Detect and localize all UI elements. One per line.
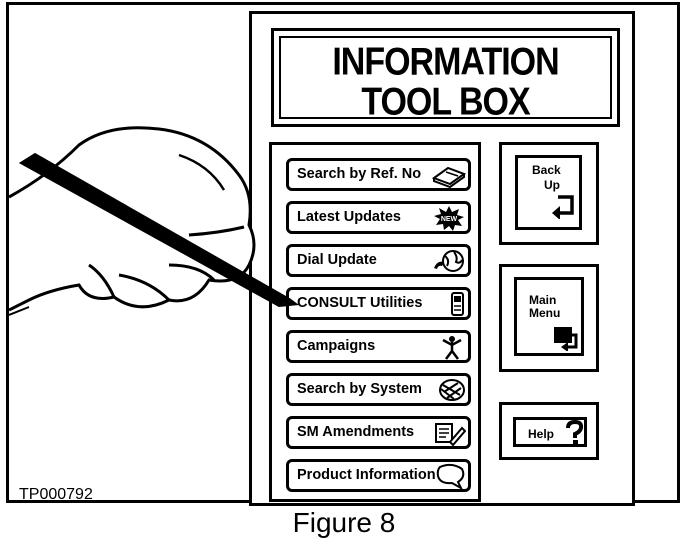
engine-icon — [439, 379, 465, 401]
menu-item-dial-update[interactable]: Dial Update — [286, 244, 471, 277]
menu-item-search-by-system[interactable]: Search by System — [286, 373, 471, 406]
menu-item-label: SM Amendments — [297, 424, 415, 440]
title-panel: INFORMATION TOOL BOX — [271, 28, 620, 127]
back-up-label-line2: Up — [544, 178, 560, 192]
menu-item-product-information[interactable]: Product Information — [286, 459, 471, 492]
help-label: Help — [528, 427, 555, 441]
return-menu-icon — [554, 327, 578, 351]
book-icon — [432, 166, 466, 188]
globe-phone-icon — [434, 250, 464, 272]
help-button[interactable]: Help — [499, 402, 599, 460]
main-menu-label-line2: Menu — [529, 306, 561, 320]
menu-panel: Search by Ref. No Latest Updates NEW Dia… — [269, 142, 481, 502]
menu-item-consult-utilities[interactable]: CONSULT Utilities — [286, 287, 471, 320]
back-up-label-line1: Back — [532, 163, 561, 177]
back-up-button[interactable]: Back Up — [499, 142, 599, 245]
menu-item-label: Search by System — [297, 381, 422, 397]
main-menu-label-line1: Main — [529, 293, 557, 307]
menu-item-latest-updates[interactable]: Latest Updates NEW — [286, 201, 471, 234]
figure-id: TP000792 — [19, 486, 93, 503]
menu-item-sm-amendments[interactable]: SM Amendments — [286, 416, 471, 449]
svg-text:NEW: NEW — [441, 216, 458, 223]
menu-item-label: Product Information — [297, 467, 436, 483]
figure-frame: INFORMATION TOOL BOX Search by Ref. No L… — [6, 2, 680, 506]
title-line-2: TOOL BOX — [361, 80, 530, 124]
question-mark-icon — [566, 420, 584, 445]
back-arrow-icon — [552, 195, 574, 219]
title-line-1: INFORMATION — [332, 40, 559, 84]
menu-item-label: Latest Updates — [297, 209, 401, 225]
menu-item-label: Dial Update — [297, 252, 377, 268]
menu-item-label: Campaigns — [297, 338, 376, 354]
touch-screen: INFORMATION TOOL BOX Search by Ref. No L… — [249, 11, 635, 506]
consult-device-icon — [451, 292, 464, 316]
menu-item-label: CONSULT Utilities — [297, 295, 423, 311]
new-starburst-icon: NEW — [434, 206, 464, 231]
speech-bubble-icon — [436, 463, 465, 489]
menu-item-label: Search by Ref. No — [297, 166, 422, 182]
menu-item-campaigns[interactable]: Campaigns — [286, 330, 471, 363]
hand-with-stylus-illustration — [9, 126, 299, 316]
campaign-figure-icon — [442, 336, 462, 360]
main-menu-button[interactable]: Main Menu — [499, 264, 599, 372]
menu-item-search-by-ref[interactable]: Search by Ref. No — [286, 158, 471, 191]
document-pencil-icon — [435, 423, 466, 446]
figure-caption: Figure 8 — [292, 507, 396, 538]
